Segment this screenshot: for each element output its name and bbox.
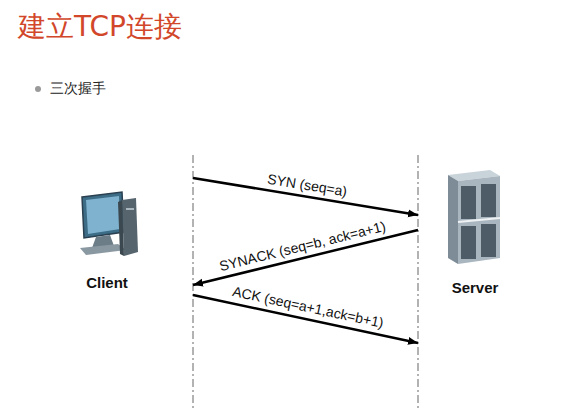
- host-column: Server: [418, 150, 538, 405]
- host-label: Client: [86, 274, 128, 291]
- message-label: SYNACK (seq=b, ack=a+1): [218, 218, 388, 274]
- computer-icon: [80, 192, 138, 256]
- slide-title: 建立TCP连接: [18, 8, 182, 46]
- server-timeline: [418, 155, 419, 410]
- host-label: Server: [452, 279, 499, 296]
- bullet-text: 三次握手: [50, 80, 106, 98]
- server-icon: [448, 170, 500, 264]
- message-label: SYN (seq=a): [266, 170, 348, 199]
- host-column: Client: [60, 150, 193, 405]
- bullet-dot: [35, 86, 41, 92]
- client-timeline: [193, 155, 194, 410]
